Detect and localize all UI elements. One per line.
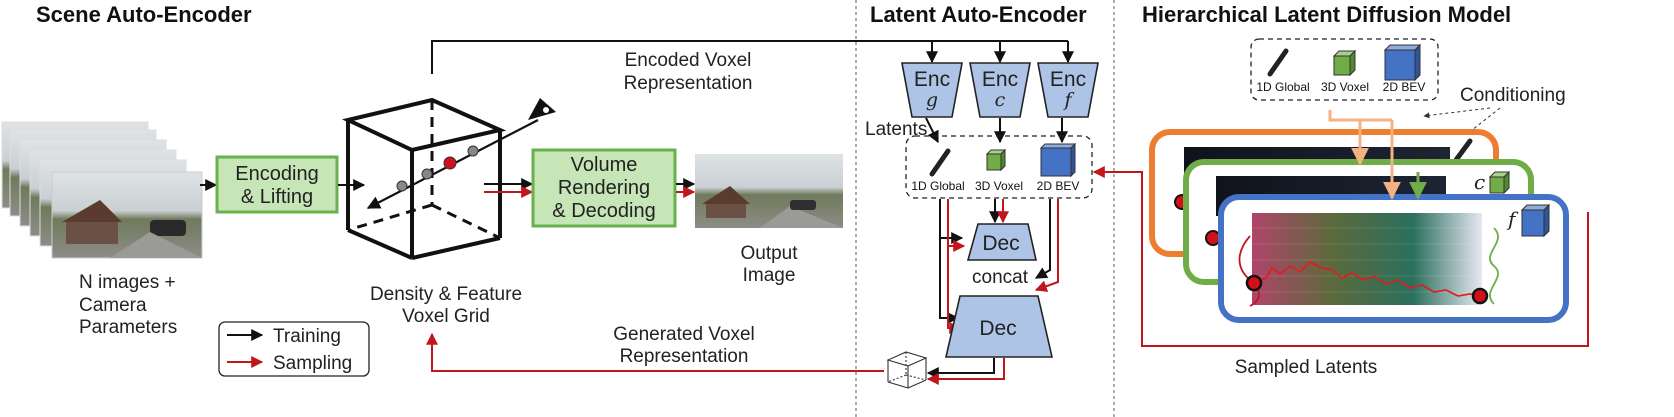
diffusion-level-c-label: c — [1474, 170, 1485, 194]
input-label-line1: N images + — [79, 272, 176, 293]
voxel-grid-label-line2: Voxel Grid — [402, 306, 490, 327]
diffusion-trajectory — [1253, 261, 1481, 297]
latent-bev-icon — [1039, 142, 1077, 178]
input-label-line2: Camera — [79, 295, 147, 316]
encoder-f-label: Enc — [1050, 68, 1086, 91]
encoder-f-subscript: f — [1062, 89, 1074, 111]
rendering-box-line2: Rendering — [558, 177, 650, 199]
latent-name-bev: 2D BEV — [1037, 179, 1080, 193]
latents-label: Latents — [865, 119, 927, 140]
section-title-scene: Scene Auto-Encoder — [36, 2, 252, 27]
diffusion-level-c-voxel-icon — [1488, 170, 1511, 195]
arrow-global-to-dec1-train — [939, 199, 964, 244]
ray-sample-point-highlight — [443, 156, 457, 170]
camera-eye-icon — [528, 98, 556, 120]
arrow-enc-g-to-latent — [925, 117, 939, 144]
encoded-repr-line1: Encoded Voxel — [625, 50, 752, 71]
arrow-bev-to-concat-sample — [1034, 199, 1059, 292]
encoding-lifting-box — [215, 155, 339, 214]
latents-box — [905, 135, 1093, 199]
conditioning-pointer-1 — [1423, 107, 1491, 119]
rendering-box-line1: Volume — [571, 154, 638, 176]
arrow-generated-voxel-repr — [426, 332, 884, 372]
diffusion-legend-bev-icon — [1383, 43, 1422, 82]
output-image-label-line1: Output — [740, 243, 798, 264]
conditioning-label: Conditioning — [1460, 85, 1566, 106]
conditioning-arrow-orange — [1328, 110, 1392, 122]
concat-label: concat — [972, 267, 1029, 288]
output-image-label-line2: Image — [743, 265, 796, 286]
ray-sample-point — [467, 145, 479, 157]
diffusion-level-g-label: g — [1414, 139, 1427, 163]
input-image-stack — [1, 121, 203, 259]
encoder-g-subscript: g — [926, 89, 938, 111]
arrow-global-to-dec2-train — [939, 238, 960, 324]
section-title-latent: Latent Auto-Encoder — [870, 2, 1087, 27]
volume-rendering-box — [531, 148, 677, 228]
generated-repr-line2: Representation — [620, 346, 749, 367]
decoder-main — [944, 295, 1054, 358]
encoder-c-subscript: c — [995, 89, 1006, 111]
diffusion-trajectory-start — [1245, 274, 1263, 292]
ray-sample-point — [421, 168, 433, 180]
decoder-voxel-label: Dec — [982, 232, 1019, 255]
encoder-c-label: Enc — [982, 68, 1018, 91]
diffusion-level-f-grid — [1252, 227, 1482, 293]
encoder-f — [1037, 62, 1099, 118]
arrow-encoded-voxel-repr — [431, 40, 1068, 74]
latent-name-global: 1D Global — [911, 179, 964, 193]
decoder-main-label: Dec — [979, 317, 1016, 340]
generated-voxel-cube-icon — [886, 351, 928, 389]
distribution-curve-target — [1489, 227, 1499, 305]
arrow-sampled-latents — [1092, 166, 1589, 347]
arrow-dec-to-voxel-train — [926, 358, 995, 379]
latent-voxel-icon — [985, 148, 1007, 172]
voxel-grid-label-line1: Density & Feature — [370, 284, 522, 305]
diffusion-legend-bev-label: 2D BEV — [1383, 80, 1426, 94]
diffusion-legend-voxel-icon — [1332, 49, 1357, 77]
legend-sampling-label: Sampling — [273, 353, 352, 374]
diffusion-legend-global-icon — [1267, 48, 1289, 77]
diffusion-level-g-global-icon — [1453, 138, 1473, 163]
voxel-grid-cube — [341, 97, 539, 260]
decoder-voxel — [966, 223, 1037, 261]
diffusion-level-c-start-point — [1205, 230, 1221, 246]
generated-repr-line1: Generated Voxel — [613, 324, 755, 345]
diffusion-level-f-bev-icon — [1520, 203, 1551, 238]
encoder-g-label: Enc — [914, 68, 950, 91]
rendering-box-line3: & Decoding — [552, 200, 655, 222]
ray-sample-point — [396, 180, 408, 192]
legend-training-label: Training — [273, 326, 341, 347]
encoder-c — [969, 62, 1031, 118]
diffusion-legend-global-label: 1D Global — [1256, 80, 1309, 94]
encoded-repr-line2: Representation — [624, 73, 753, 94]
section-title-diffusion: Hierarchical Latent Diffusion Model — [1142, 2, 1511, 27]
output-image — [695, 154, 843, 228]
encoding-box-line1: Encoding — [235, 163, 318, 185]
arrow-dec-to-voxel-sample — [926, 358, 1005, 385]
latent-global-icon — [929, 148, 951, 177]
encoding-box-line2: & Lifting — [241, 186, 313, 208]
latent-name-voxel: 3D Voxel — [975, 179, 1023, 193]
input-label-line3: Parameters — [79, 317, 177, 338]
diffusion-legend-voxel-label: 3D Voxel — [1321, 80, 1369, 94]
arrow-bev-to-concat-train — [1034, 199, 1051, 279]
encoder-g — [901, 62, 963, 118]
diffusion-trajectory-end — [1471, 287, 1489, 305]
sampled-latents-label: Sampled Latents — [1235, 357, 1378, 378]
